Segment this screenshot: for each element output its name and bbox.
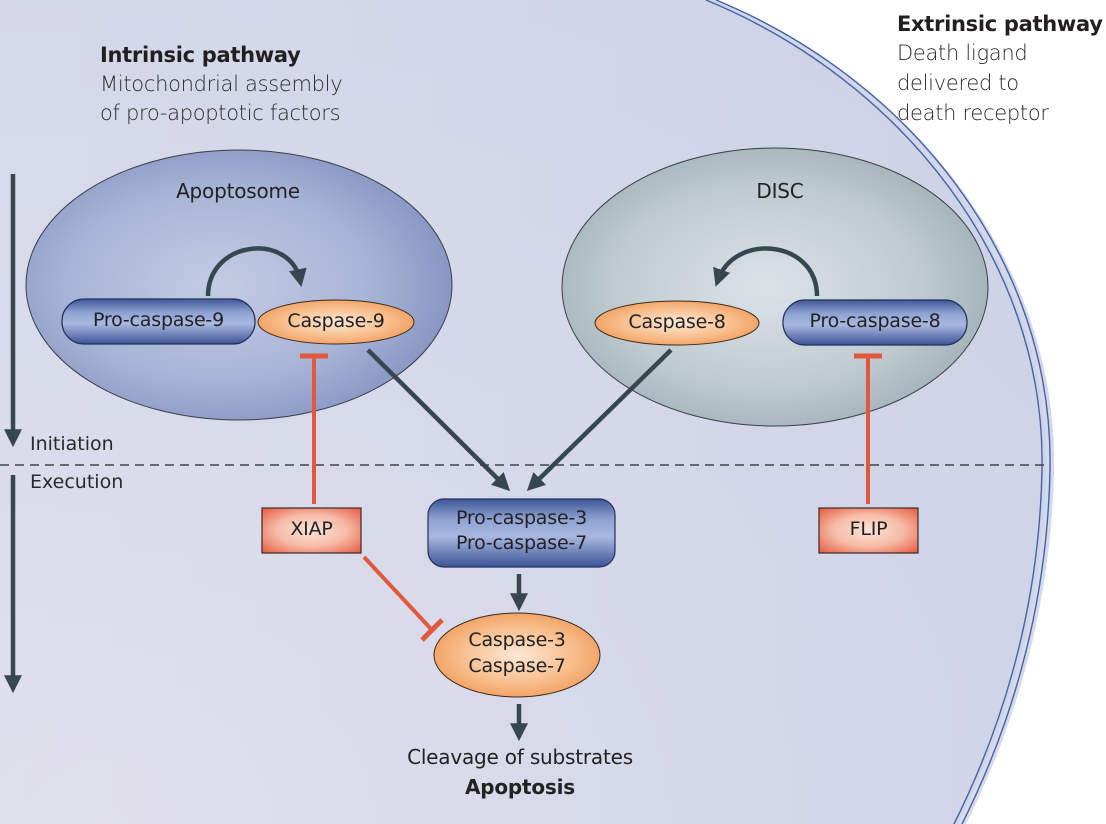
pro-caspase-9-label: Pro-caspase-9 — [93, 309, 224, 331]
flip-node[interactable] — [818, 507, 919, 554]
execution-label: Execution — [30, 471, 124, 493]
pro-caspase-9-node[interactable] — [61, 298, 256, 345]
cell-membrane-outer — [715, 0, 1051, 824]
pro-caspase-8-label: Pro-caspase-8 — [809, 310, 941, 332]
caspase-9-to-pro-caspase-3-7-arrow — [366, 348, 511, 492]
caspase-9-node[interactable] — [257, 299, 415, 345]
xiap-inhibits-caspase-3-7-line — [362, 555, 434, 632]
extrinsic-pathway-subtitle-3: death receptor — [897, 101, 1049, 125]
apoptosis-label: Apoptosis — [464, 775, 576, 799]
cleavage-of-substrates-label: Cleavage of substrates — [407, 745, 633, 769]
caspase-3-7-node[interactable] — [433, 612, 601, 698]
initiation-label: Initiation — [30, 433, 114, 455]
caspase-8-node[interactable] — [594, 300, 760, 346]
caspase-8-to-pro-caspase-3-7-arrow — [526, 348, 673, 492]
flip-label: FLIP — [849, 518, 888, 540]
apoptosome-complex — [25, 149, 453, 421]
apoptosome-activation-arrow — [205, 246, 307, 297]
caspase-8-label: Caspase-8 — [628, 311, 726, 333]
intrinsic-pathway-subtitle-1: Mitochondrial assembly — [100, 72, 343, 96]
intrinsic-pathway-title: Intrinsic pathway — [100, 43, 301, 67]
pro-caspase-3-label: Pro-caspase-3 — [456, 507, 587, 529]
pro-caspase-8-node[interactable] — [782, 299, 968, 346]
cell-membrane-inner — [705, 0, 1043, 824]
extrinsic-pathway-subtitle-2: delivered to — [897, 71, 1019, 95]
caspase-7-label: Caspase-7 — [468, 655, 566, 677]
extracellular-space — [716, 0, 1106, 824]
disc-activation-arrow — [713, 246, 820, 297]
xiap-node[interactable] — [261, 507, 362, 554]
disc-label: DISC — [756, 179, 804, 203]
pro-caspase-7-label: Pro-caspase-7 — [456, 532, 587, 554]
xiap-label: XIAP — [290, 518, 333, 540]
caspase-3-label: Caspase-3 — [468, 629, 566, 651]
apoptosome-label: Apoptosome — [176, 179, 300, 203]
extrinsic-pathway-subtitle-1: Death ligand — [897, 41, 1028, 65]
xiap-inhibits-caspase-3-7-bar — [420, 618, 444, 642]
extrinsic-pathway-title: Extrinsic pathway — [897, 12, 1103, 36]
caspase-9-label: Caspase-9 — [287, 310, 385, 332]
intrinsic-pathway-subtitle-2: of pro-apoptotic factors — [100, 101, 341, 125]
pro-caspase-3-7-node[interactable] — [427, 498, 616, 568]
